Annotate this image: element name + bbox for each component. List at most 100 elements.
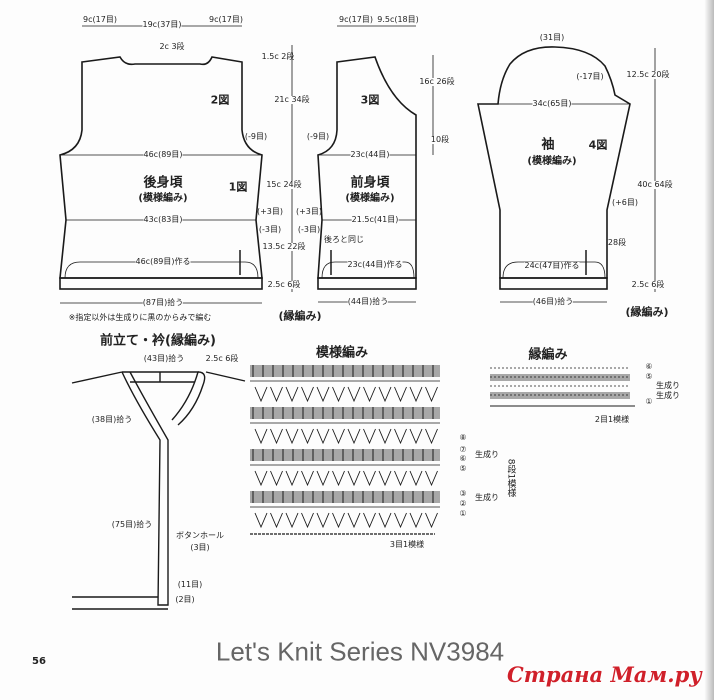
back-neck-depth-label: 2c 3段	[159, 42, 185, 51]
v-stitch	[270, 428, 283, 445]
repeat-rows-label: 8段1模様	[505, 458, 516, 498]
v-stitch	[394, 386, 407, 403]
row-1: ①	[459, 509, 467, 518]
v-stitch	[363, 512, 376, 529]
v-stitch	[316, 512, 330, 529]
row-8: ⑧	[459, 433, 467, 442]
front-chest-label: 23c(44目)	[350, 150, 390, 159]
v-stitch	[316, 470, 330, 487]
sleeve-pickup: (46目)拾う	[532, 297, 574, 306]
row-7: ⑦	[459, 445, 467, 454]
shaded-row	[250, 365, 440, 377]
v-stitch	[285, 470, 299, 487]
color-label-1: 生成り	[475, 450, 499, 459]
v-stitch	[394, 512, 407, 529]
sleeve-cap-decrease: (-17目)	[576, 72, 604, 81]
v-stitch	[378, 386, 392, 403]
front-neck-rows: 10段	[430, 135, 450, 144]
front-edging	[317, 277, 417, 290]
page-number: 56	[32, 656, 46, 667]
armhole-measure: 21c 34段	[274, 95, 310, 104]
fig4-label: 4図	[588, 138, 608, 152]
v-stitch	[301, 470, 314, 487]
back-increase: (+3目)	[256, 207, 284, 216]
front-neck-depth: 16c 26段	[419, 77, 455, 86]
edge-row-6: ⑥	[645, 362, 653, 371]
sleeve-outline	[477, 46, 631, 279]
pattern-stitch-chart	[250, 365, 440, 535]
front-neck-label: 9.5c(18目)	[377, 15, 419, 24]
v-stitch	[363, 470, 376, 487]
front-waist-label: 21.5c(41目)	[351, 215, 399, 224]
sleeve-edging	[499, 277, 608, 290]
v-stitch	[332, 470, 345, 487]
back-neck-width-label: 19c(37目)	[142, 20, 182, 29]
v-stitch	[425, 512, 438, 529]
v-stitch	[347, 470, 361, 487]
sleeve-title: 袖	[541, 137, 555, 153]
front-increase: (+3目)	[295, 207, 323, 216]
v-stitch	[301, 512, 314, 529]
buttonhole-spacing: (11目)	[177, 580, 203, 589]
v-stitch	[409, 386, 423, 403]
sleeve-pattern-label: (模様編み)	[527, 156, 577, 167]
v-stitch	[285, 428, 299, 445]
row-3: ③	[459, 489, 467, 498]
v-stitch	[316, 386, 330, 403]
back-shoulder-left-label: 9c(17目)	[83, 15, 117, 24]
shaded-row	[490, 392, 630, 399]
shaded-row	[250, 407, 440, 419]
page-edge-shadow	[704, 0, 714, 700]
sleeve-top-label: (31目)	[539, 33, 565, 42]
v-stitch	[394, 470, 407, 487]
v-stitch	[270, 512, 283, 529]
v-stitch	[409, 428, 423, 445]
lower-measure: 13.5c 22段	[262, 242, 306, 251]
front-title: 前身頃	[350, 175, 390, 191]
shaded-row	[250, 491, 440, 503]
shoulder-measure: 1.5c 2段	[261, 52, 295, 61]
row-2: ②	[459, 499, 467, 508]
v-stitch	[394, 428, 407, 445]
edge-stitch-chart	[490, 367, 635, 407]
v-stitch	[254, 428, 268, 445]
direction-arrows	[239, 250, 587, 275]
v-stitch	[270, 386, 283, 403]
back-shoulder-right-label: 9c(17目)	[209, 15, 243, 24]
front-decrease: (-3目)	[297, 225, 321, 234]
fig3-label: 3図	[360, 93, 380, 107]
back-edging	[59, 277, 263, 290]
band-title: 前立て・衿(縁編み)	[100, 333, 216, 349]
v-stitch	[285, 386, 299, 403]
sleeve-increase: (+6目)	[611, 198, 639, 207]
edge-chart-title: 縁編み	[528, 347, 568, 363]
edge-row-5: ⑤	[645, 372, 653, 381]
row-5: ⑤	[459, 464, 467, 473]
row-6: ⑥	[459, 454, 467, 463]
back-cast-on-label: 46c(89目)作る	[135, 257, 191, 266]
band-front-side: (75目)拾う	[111, 520, 153, 529]
back-pattern-label: (模様編み)	[138, 193, 188, 204]
v-stitch	[378, 512, 392, 529]
edging-label: (縁編み)	[278, 309, 322, 323]
sleeve-width-label: 34c(65目)	[532, 99, 572, 108]
front-cast-on-label: 23c(44目)作る	[347, 260, 403, 269]
color-label-2: 生成り	[475, 493, 499, 502]
v-stitch	[254, 512, 268, 529]
front-pickup-label: (44目)拾う	[347, 297, 389, 306]
back-title: 後身頃	[143, 175, 183, 191]
fig2-label: 2図	[210, 93, 230, 107]
v-stitch	[332, 386, 345, 403]
back-decrease: (-3目)	[258, 225, 282, 234]
v-stitch	[316, 428, 330, 445]
sleeve-edge-measure: 2.5c 6段	[631, 280, 665, 289]
front-body-outline	[317, 56, 417, 279]
front-band-drawing	[71, 371, 246, 610]
shaded-row	[250, 449, 440, 461]
edge-repeat-label: 2目1模様	[594, 415, 630, 424]
back-waist-label: 43c(83目)	[143, 215, 183, 224]
v-stitch	[425, 428, 438, 445]
v-stitch	[378, 470, 392, 487]
v-stitch	[409, 512, 423, 529]
